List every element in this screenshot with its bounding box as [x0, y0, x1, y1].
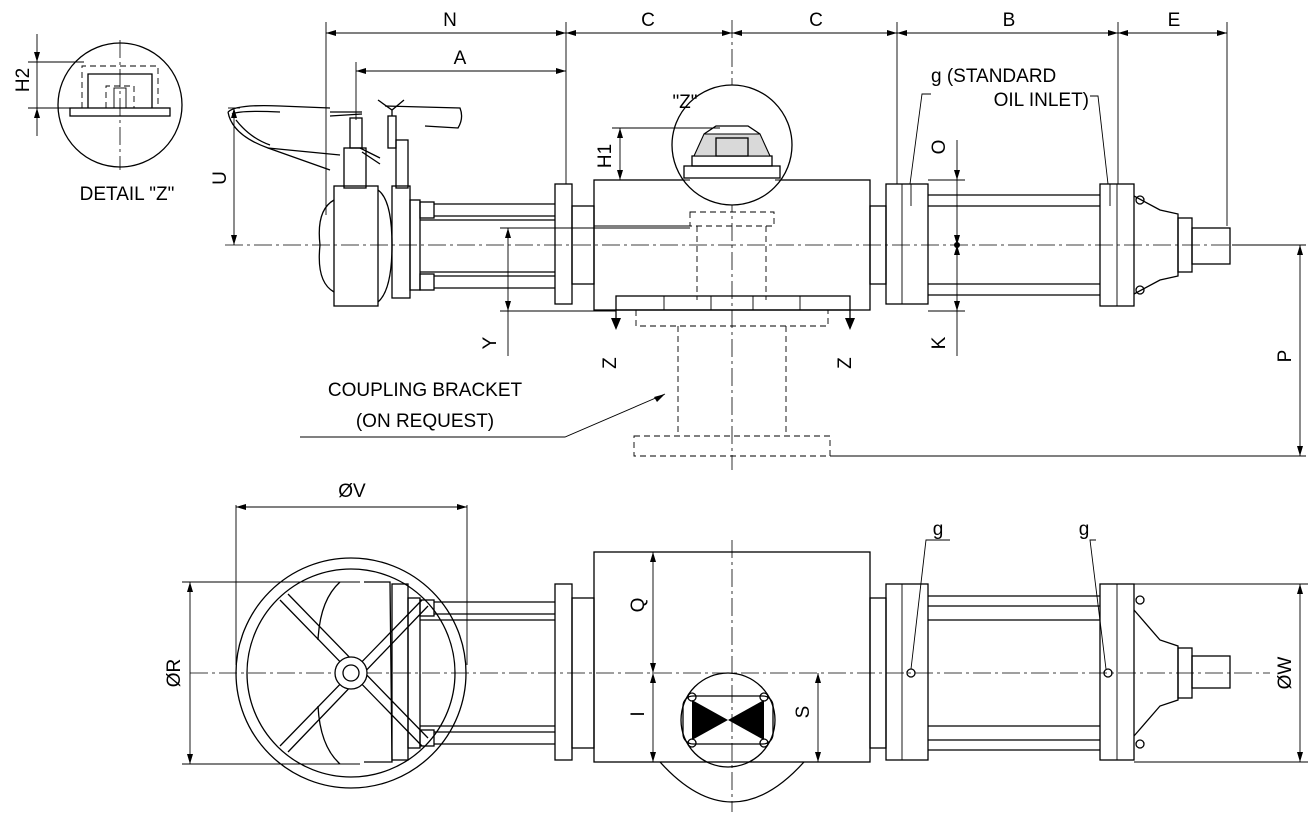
handwheel-rim [227, 104, 331, 171]
section-label-z-left: Z [600, 357, 621, 369]
port-label-g-right: g [1079, 519, 1090, 540]
side-elevation-view [225, 20, 1285, 470]
right-inner-flange [885, 183, 929, 305]
dim-label-c-left: C [641, 10, 655, 31]
coupling-bracket-base [633, 435, 831, 457]
dim-label-r: ØR [164, 659, 185, 688]
port-label-g-left: g [933, 519, 944, 540]
dim-label-w: ØW [1275, 657, 1296, 690]
detail-z-marker: "Z" [672, 92, 697, 113]
dim-label-y: Y [480, 336, 501, 349]
dim-label-s: S [793, 706, 814, 719]
dim-label-v: ØV [338, 481, 366, 502]
dim-label-e: E [1168, 10, 1181, 31]
dim-label-q: Q [628, 598, 649, 613]
top-dimensions [228, 22, 1306, 457]
dim-label-k: K [929, 336, 950, 349]
detail-z-title: DETAIL "Z" [80, 184, 175, 205]
lever-arm [384, 105, 463, 129]
oil-inlet-note-line1: g (STANDARD [931, 66, 1056, 87]
detail-z [28, 34, 183, 170]
coupling-note-line2: (ON REQUEST) [356, 411, 494, 432]
dim-label-b: B [1003, 10, 1016, 31]
dim-label-h1: H1 [595, 144, 616, 168]
dim-label-p: P [1275, 350, 1296, 363]
plan-view [182, 504, 1308, 812]
oil-inlet-note-line2: OIL INLET) [994, 90, 1089, 111]
position-indicator [680, 672, 776, 768]
coupling-bracket-top [635, 309, 829, 327]
dim-label-o: O [929, 140, 950, 155]
output-shaft [1191, 227, 1231, 265]
handwheel-outer [235, 557, 467, 789]
dim-label-u: U [210, 171, 231, 185]
left-flange [554, 183, 573, 305]
dim-label-a: A [454, 48, 467, 69]
dim-label-i: I [628, 711, 649, 716]
coupling-note-line1: COUPLING BRACKET [328, 380, 523, 401]
dim-label-n: N [443, 10, 457, 31]
gearbox-body [333, 185, 379, 307]
oil-inlet-port [1103, 668, 1113, 678]
dim-label-h2: H2 [13, 68, 34, 92]
dim-label-c-right: C [809, 10, 823, 31]
labels: N A C C B E P U H1 H2 Y O K Z Z "Z" DETA… [13, 10, 1296, 718]
section-label-z-right: Z [835, 357, 856, 369]
